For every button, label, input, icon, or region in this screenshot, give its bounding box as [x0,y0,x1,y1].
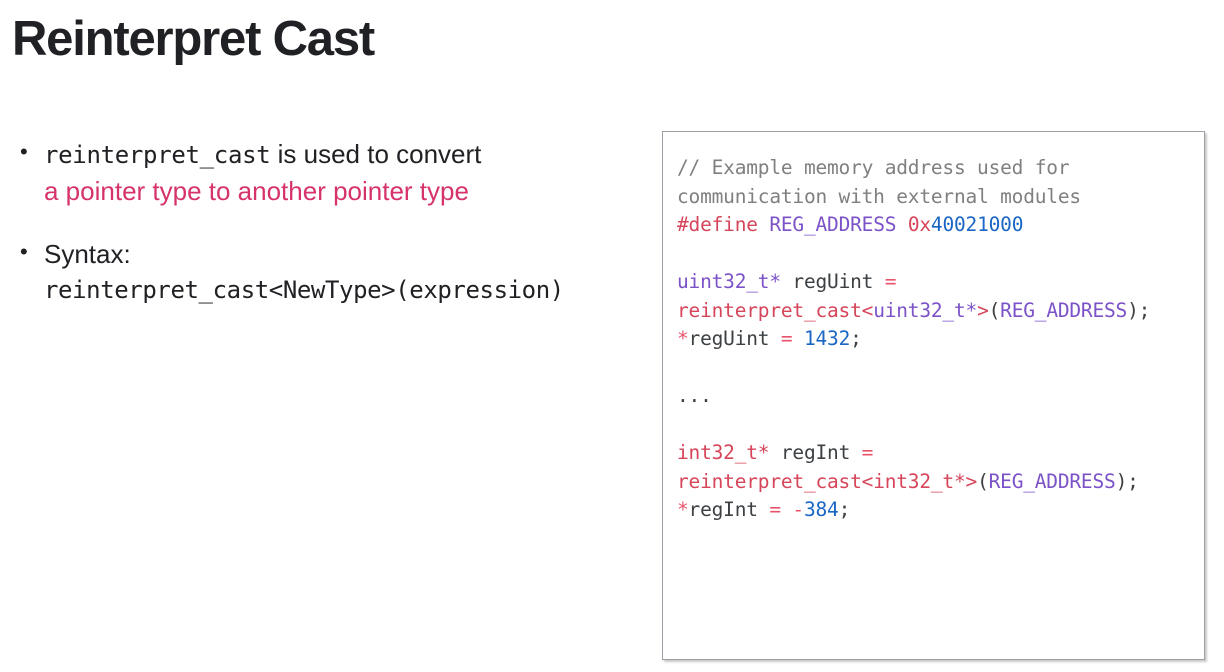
code-line: int32_t* regInt = [677,439,1190,468]
code-line: ... [677,382,1190,411]
bullet-marker-icon: • [20,238,28,264]
code-token-comment: // Example memory address used for [677,156,1070,179]
code-token-op: - [792,498,804,521]
code-token-op: * [677,498,689,521]
code-token-punct: ( [977,469,989,493]
code-token-op: = [769,498,781,521]
code-token-plain: regInt [769,441,862,464]
code-token-plain: ... [677,384,712,407]
list-item: • Syntax: reinterpret_cast<NewType>(expr… [12,236,624,307]
code-token-op: = [861,441,874,464]
code-token-type: uint32_t* [873,298,978,322]
page-title: Reinterpret Cast [12,12,375,66]
code-token-plain: regUint [780,270,885,293]
code-token-plain: regUint [688,327,781,350]
code-token-comment: communication with external modules [677,184,1081,208]
code-line: *regUint = 1432; [677,325,1190,354]
code-token-plain [792,327,804,350]
list-item: • reinterpret_cast is used to convert a … [12,136,624,210]
code-line: #define REG_ADDRESS 0x40021000 [677,211,1190,240]
code-token-typered: int32_t* [677,441,770,464]
code-token-macro: REG_ADDRESS [769,213,897,236]
code-token-keyword: 0x [907,213,931,236]
code-token-plain: regInt [688,498,770,521]
bullet-list: • reinterpret_cast is used to convert a … [12,136,624,333]
code-token-number: 384 [803,498,839,521]
bullet-0-highlight: a pointer type to another pointer type [44,175,469,206]
bullet-0-text: is used to convert [270,139,482,169]
code-token-op: = [884,270,897,293]
code-token-punct: ; [850,327,862,350]
bullet-0-code-term: reinterpret_cast [44,141,271,169]
code-token-keyword: > [977,298,989,322]
bullet-marker-icon: • [20,139,28,164]
code-panel: // Example memory address used for commun… [662,131,1205,660]
code-token-macro: REG_ADDRESS [988,469,1116,493]
code-token-plain [758,213,770,236]
code-token-op: * [677,327,689,350]
code-block: // Example memory address used for commun… [677,154,1190,525]
code-line: communication with external modules [677,183,1190,212]
code-token-plain [896,213,908,236]
code-token-punct: ; [838,498,851,521]
code-token-plain [781,498,793,521]
code-token-punct: ); [1115,469,1139,493]
code-line: reinterpret_cast<int32_t*>(REG_ADDRESS); [677,468,1190,497]
code-token-keyword: > [965,469,978,493]
bullet-1-label: Syntax: [44,238,131,269]
code-token-type: uint32_t* [677,270,781,293]
code-token-punct: ( [988,298,1001,322]
code-token-punct: ); [1127,298,1151,322]
code-token-keyword: reinterpret_cast< [677,469,874,493]
code-line: uint32_t* regUint = [677,268,1190,297]
code-line: reinterpret_cast<uint32_t*>(REG_ADDRESS)… [677,297,1190,326]
code-token-keyword: reinterpret_cast< [677,298,874,322]
code-token-macro: REG_ADDRESS [1000,298,1128,322]
code-token-typered: int32_t* [873,469,966,493]
code-token-op: = [780,327,793,350]
code-token-keyword: #define [677,213,758,236]
code-blank-line [677,240,1190,269]
code-line: // Example memory address used for [677,154,1190,183]
code-token-number: 40021000 [930,213,1024,236]
bullet-1-syntax: reinterpret_cast<NewType>(expression) [44,275,564,304]
code-line: *regInt = -384; [677,496,1190,525]
code-blank-line [677,354,1190,383]
code-blank-line [677,411,1190,440]
code-token-number: 1432 [803,327,851,350]
